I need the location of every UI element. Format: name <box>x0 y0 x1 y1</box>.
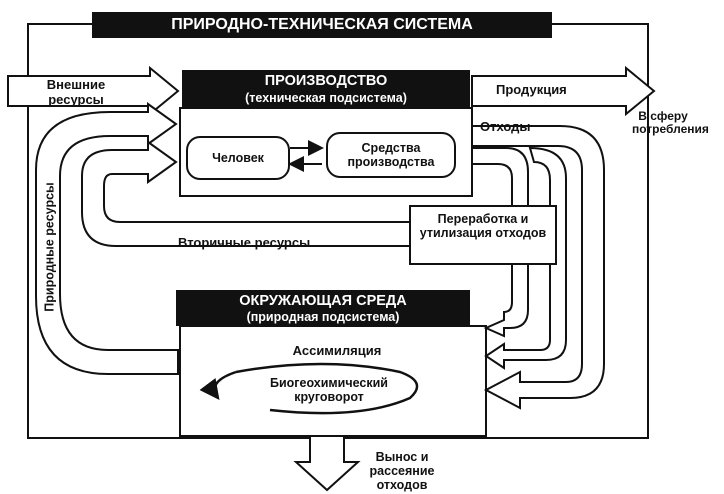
production-title: ПРОИЗВОДСТВО <box>182 70 470 90</box>
cycle-arrow <box>235 362 419 415</box>
environment-box <box>179 325 487 437</box>
secondary-resources-label: Вторичные ресурсы <box>178 235 311 250</box>
natural-resources-loop <box>35 102 179 375</box>
environment-subtitle: (природная подсистема) <box>176 310 470 326</box>
waste-outer-arrow <box>471 125 605 410</box>
human-box: Человек <box>186 136 290 180</box>
natural-resources-label: Природные ресурсы <box>42 182 57 312</box>
environment-title: ОКРУЖАЮЩАЯ СРЕДА <box>176 290 470 310</box>
external-resources-arrow <box>7 65 180 117</box>
waste-label: Отходы <box>480 119 531 134</box>
recycling-label: Переработка и утилизация отходов <box>419 212 547 240</box>
products-arrow <box>471 65 656 117</box>
assimilation-label: Ассимиляция <box>292 343 382 358</box>
consumption-label: В сферу потребления <box>632 109 709 137</box>
recycling-box <box>409 205 557 265</box>
system-title: ПРИРОДНО-ТЕХНИЧЕСКАЯ СИСТЕМА <box>92 12 552 38</box>
removal-arrow <box>293 435 361 492</box>
cycle-label: Биогеохимический круговорот <box>270 376 388 404</box>
waste-to-environment-arrow <box>471 147 529 338</box>
human-label: Человек <box>212 150 264 165</box>
means-label: Средства производства <box>347 140 435 169</box>
products-label: Продукция <box>496 82 567 97</box>
means-box: Средства производства <box>326 132 456 178</box>
removal-label: Вынос и рассеяние отходов <box>369 450 435 492</box>
external-resources-label: Внешние ресурсы <box>46 77 106 107</box>
secondary-resources-loop <box>81 140 411 247</box>
cycle-arrow-tail <box>199 370 237 401</box>
production-subtitle: (техническая подсистема) <box>182 90 470 108</box>
